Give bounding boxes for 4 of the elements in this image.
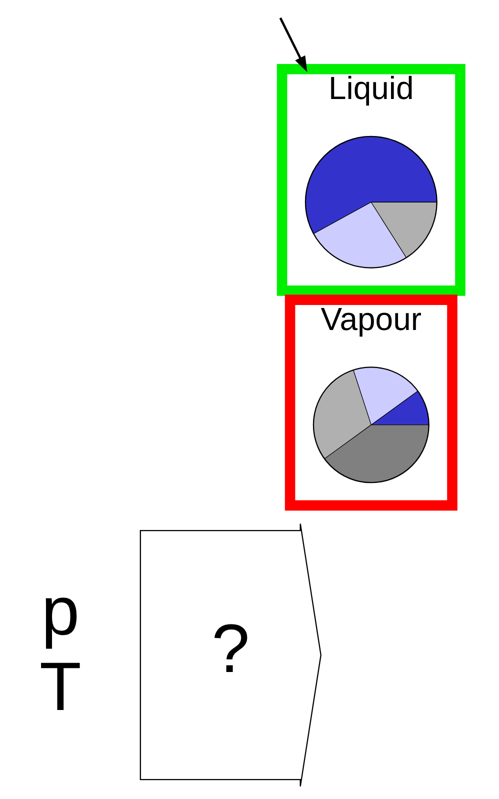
label: p T [40, 572, 82, 724]
cluster: Vapour [284, 294, 458, 510]
arrow [279, 16, 308, 72]
cluster: Liquid [276, 63, 466, 296]
